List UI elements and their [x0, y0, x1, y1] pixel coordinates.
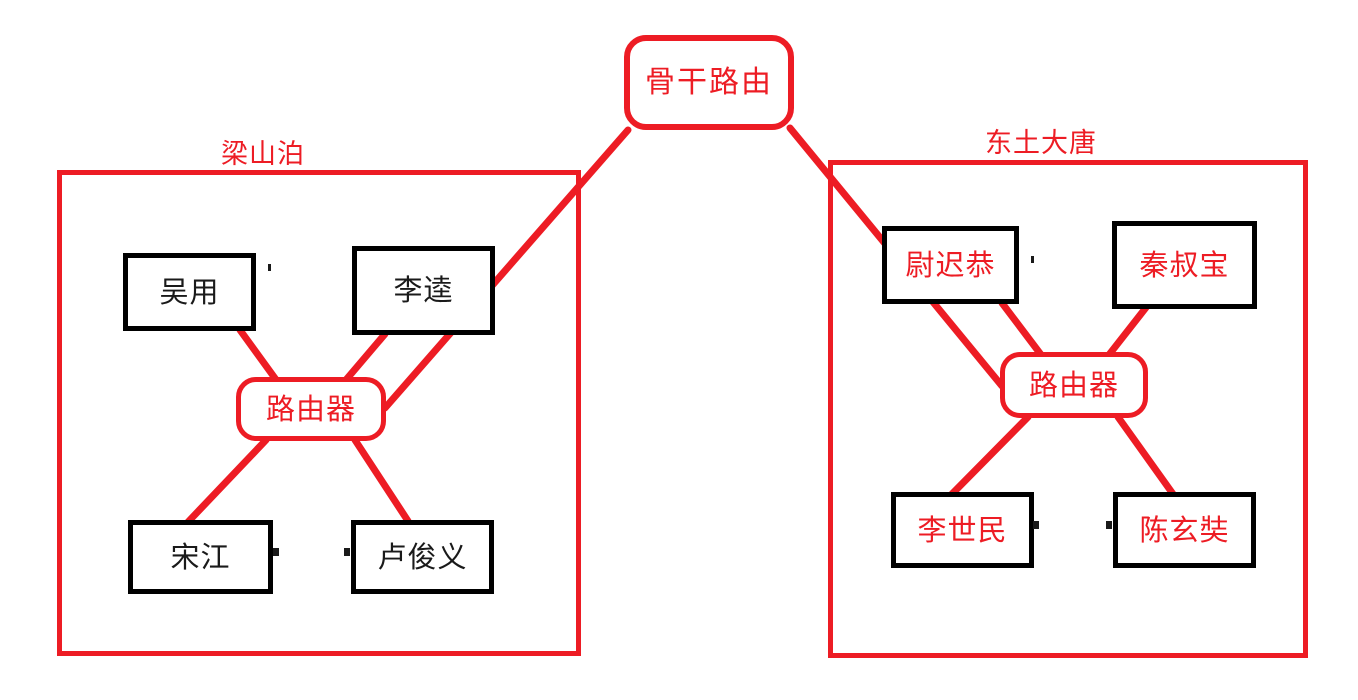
- host-wuyong-label: 吴用: [159, 274, 220, 309]
- zone-dongtudatang-label: 东土大唐: [985, 128, 1097, 159]
- zone-dongtudatang[interactable]: [828, 160, 1308, 658]
- host-wuyong[interactable]: 吴用: [123, 253, 256, 331]
- ink-speck: [268, 264, 271, 271]
- router-dongtudatang-label: 路由器: [1028, 367, 1119, 402]
- host-songjiang-label: 宋江: [170, 539, 231, 574]
- host-chenxuanzang-label: 陈玄奘: [1139, 512, 1230, 547]
- zone-liangshanbo-label: 梁山泊: [221, 139, 305, 170]
- ink-speck: [1033, 521, 1039, 529]
- host-lujunyi-label: 卢俊义: [377, 539, 468, 574]
- host-likui[interactable]: 李逵: [352, 246, 495, 335]
- host-chenxuanzang[interactable]: 陈玄奘: [1113, 492, 1256, 568]
- ink-speck: [344, 548, 350, 556]
- host-lishimin[interactable]: 李世民: [891, 492, 1034, 568]
- router-liangshanbo[interactable]: 路由器: [236, 377, 386, 441]
- router-liangshanbo-label: 路由器: [265, 391, 356, 426]
- host-lujunyi[interactable]: 卢俊义: [351, 520, 494, 594]
- host-likui-label: 李逵: [393, 273, 454, 307]
- host-lishimin-label: 李世民: [917, 512, 1008, 547]
- host-qinshubao[interactable]: 秦叔宝: [1112, 221, 1257, 309]
- host-songjiang[interactable]: 宋江: [128, 520, 273, 594]
- host-yuchigong[interactable]: 尉迟恭: [882, 226, 1019, 304]
- host-yuchigong-label: 尉迟恭: [905, 247, 996, 282]
- backbone-router-node[interactable]: 骨干路由: [624, 35, 794, 130]
- backbone-router-label: 骨干路由: [645, 64, 773, 100]
- ink-speck: [273, 548, 279, 556]
- ink-speck: [1106, 521, 1112, 529]
- zone-liangshanbo[interactable]: [57, 170, 581, 656]
- ink-speck: [1031, 256, 1034, 263]
- host-qinshubao-label: 秦叔宝: [1139, 247, 1230, 282]
- router-dongtudatang[interactable]: 路由器: [1000, 352, 1148, 418]
